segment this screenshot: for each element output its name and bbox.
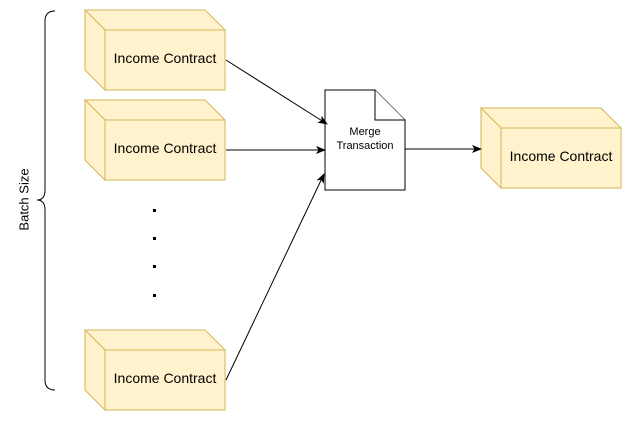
merge-transaction-label: Merge Transaction (325, 125, 405, 153)
source-box-3-label: Income Contract (113, 370, 217, 386)
batch-size-label: Batch Size (16, 168, 32, 231)
source-box-3 (83, 328, 227, 412)
batch-size-brace (36, 10, 56, 391)
merge-label-line1: Merge (349, 126, 381, 138)
ellipsis-dots (153, 209, 156, 297)
source-box-2-label: Income Contract (113, 140, 217, 156)
merge-label-line2: Transaction (336, 140, 394, 152)
document-fold (374, 90, 405, 121)
arrow-box1-to-merge (225, 59, 328, 125)
source-box-2 (83, 98, 227, 182)
result-box (479, 106, 623, 190)
source-box-1-label: Income Contract (113, 50, 217, 66)
arrow-box3-to-merge (225, 173, 325, 381)
result-box-label: Income Contract (509, 148, 613, 164)
source-box-1 (83, 8, 227, 92)
